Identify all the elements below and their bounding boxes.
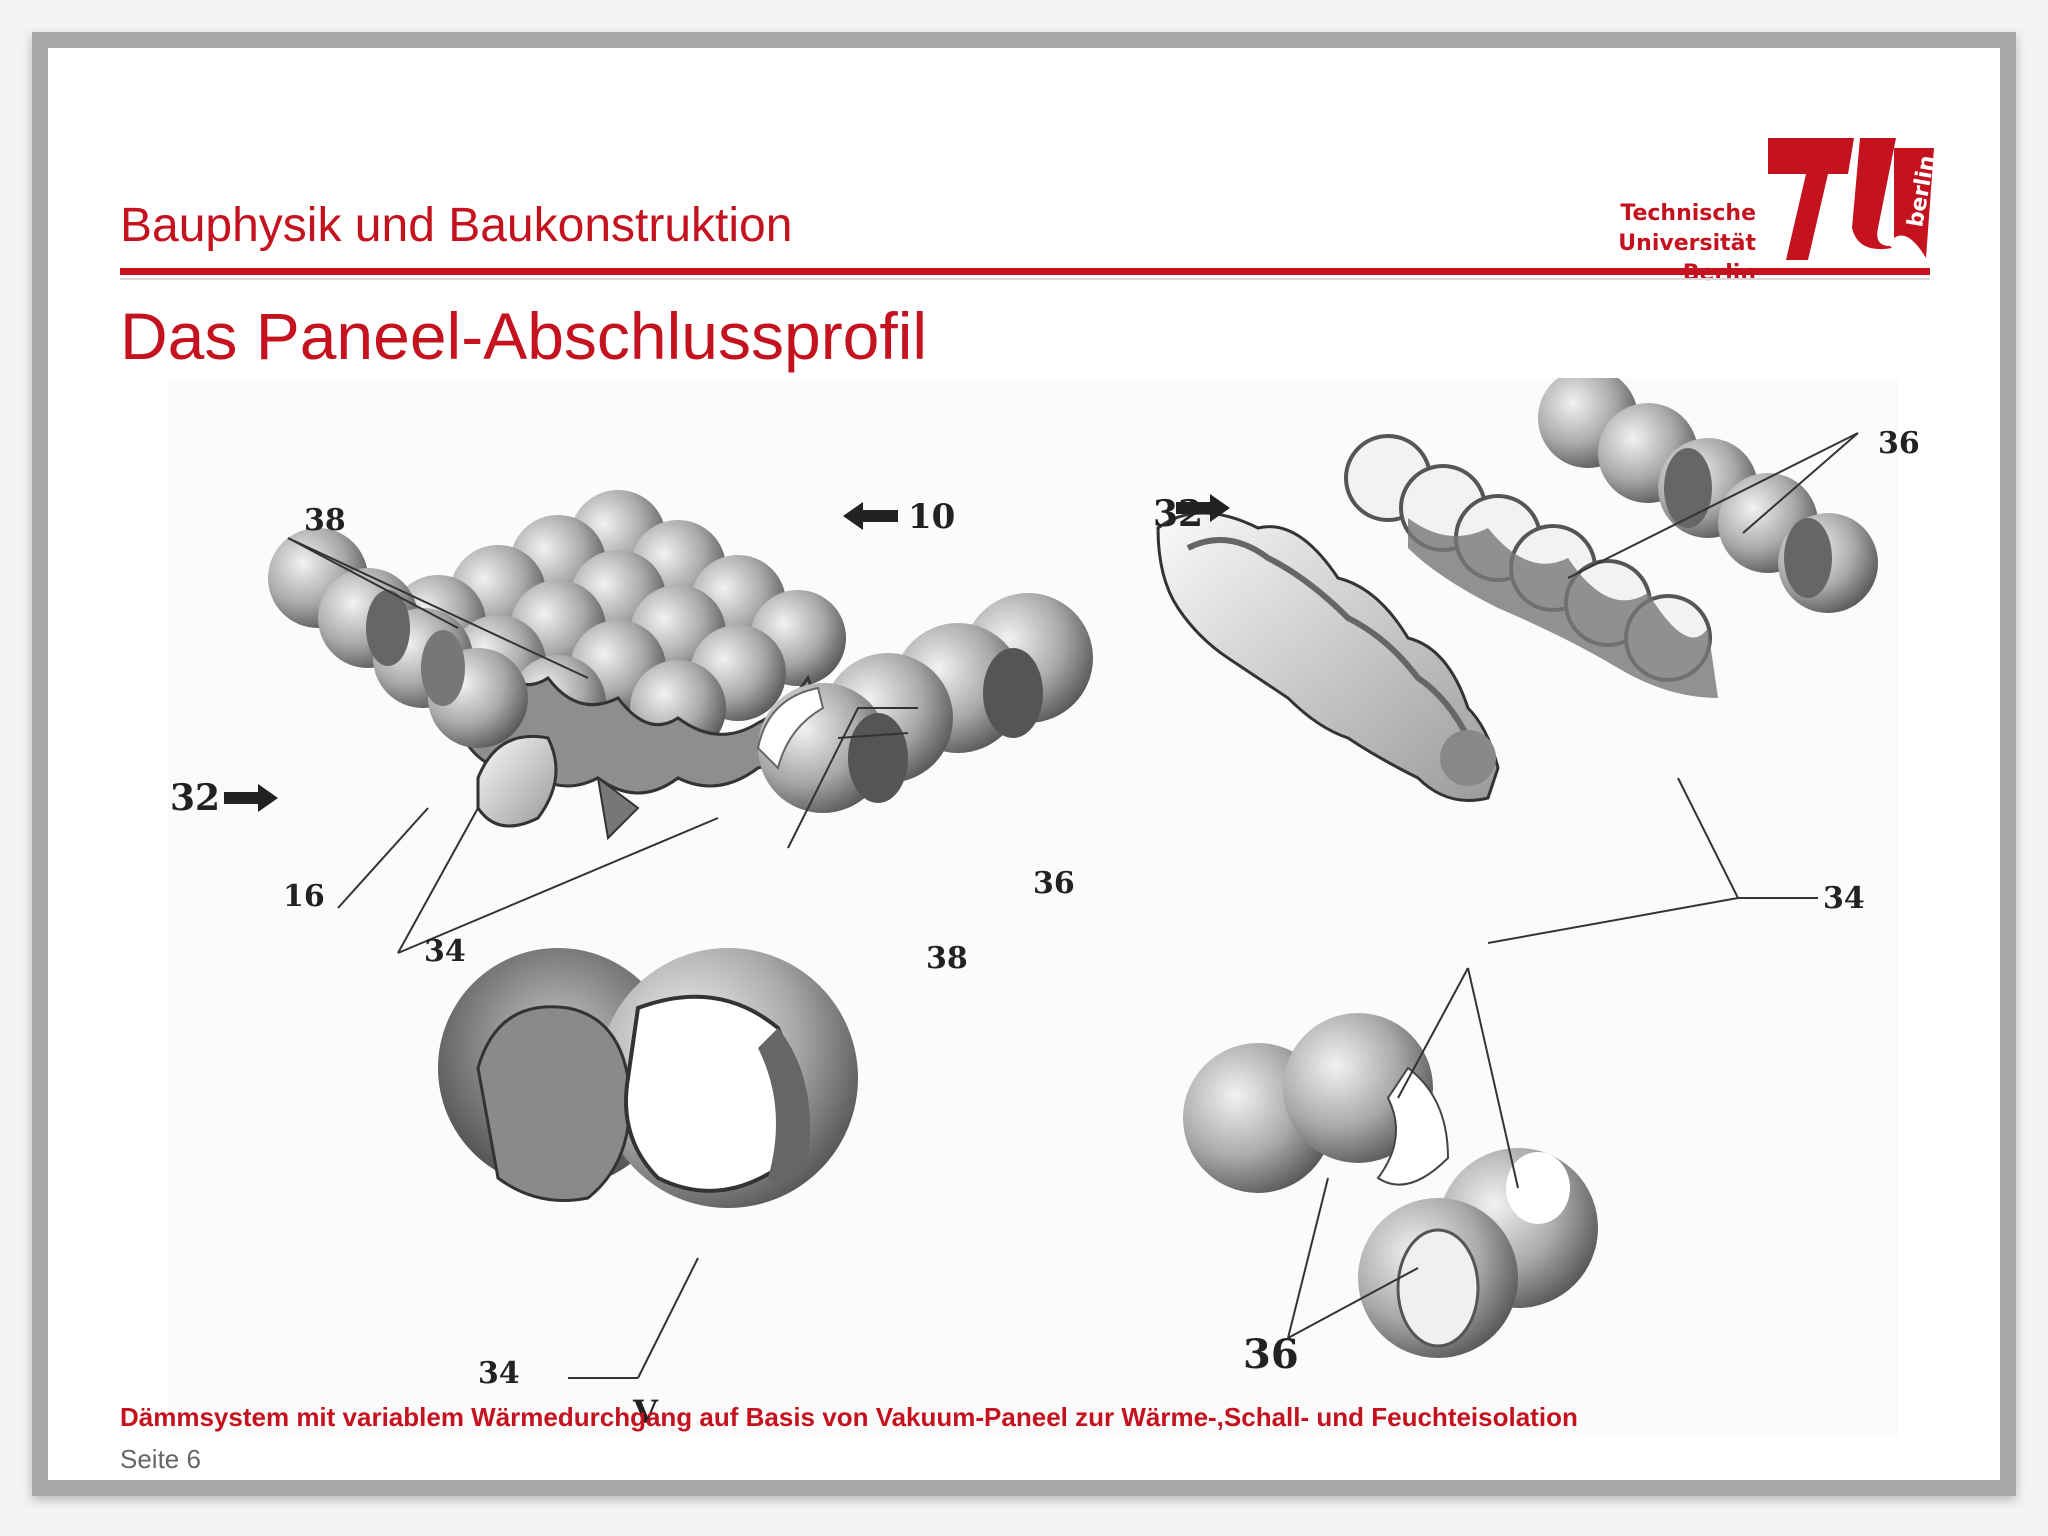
label-34-left: 34 bbox=[424, 934, 466, 969]
label-38-bottom: 38 bbox=[926, 941, 968, 976]
arrow-right-icon bbox=[1176, 494, 1230, 522]
page-number: Seite 6 bbox=[120, 1444, 201, 1474]
label-10: 10 bbox=[908, 497, 955, 537]
tu-berlin-logo: Technische Universität Berlin berlin bbox=[1608, 78, 1940, 286]
leader-lines bbox=[287, 432, 1859, 1379]
label-32-right: 32 bbox=[1153, 493, 1203, 535]
label-36-bottom: 36 bbox=[1243, 1331, 1299, 1378]
project-caption: Dämmsystem mit variablem Wärmedurchgang … bbox=[120, 1402, 1578, 1432]
label-34-bottom: 34 bbox=[478, 1356, 520, 1391]
slide: Bauphysik und Baukonstruktion Technische… bbox=[48, 48, 2000, 1480]
closing-sphere-row bbox=[756, 593, 1093, 813]
label-32-left: 32 bbox=[170, 777, 220, 819]
panel-grid bbox=[390, 490, 846, 841]
direction-arrows bbox=[224, 494, 1230, 812]
label-38-top: 38 bbox=[304, 503, 346, 538]
label-v: V bbox=[632, 1393, 659, 1431]
label-16: 16 bbox=[283, 879, 325, 914]
header-divider-shadow bbox=[120, 278, 1930, 280]
label-36-middle: 36 bbox=[1033, 866, 1075, 901]
arrow-left-icon bbox=[843, 502, 898, 530]
label-36-top-right: 36 bbox=[1878, 426, 1920, 461]
header-divider bbox=[120, 268, 1930, 275]
exploded-caps bbox=[1183, 1013, 1598, 1358]
page-title: Das Paneel-Abschlussprofil bbox=[120, 299, 928, 373]
tu-logo-mark-icon: berlin bbox=[1768, 138, 1940, 260]
arrow-right-icon bbox=[224, 784, 278, 812]
logo-line-1: Technische bbox=[1620, 201, 1756, 226]
label-34-right: 34 bbox=[1823, 881, 1865, 916]
detail-v bbox=[438, 948, 858, 1208]
logo-line-2: Universität bbox=[1618, 231, 1756, 256]
patent-figure: 38 10 32 32 36 36 16 34 34 34 38 V 36 bbox=[168, 378, 1920, 1438]
section-title: Bauphysik und Baukonstruktion bbox=[120, 199, 793, 252]
top-right-assembly bbox=[1156, 378, 1878, 802]
